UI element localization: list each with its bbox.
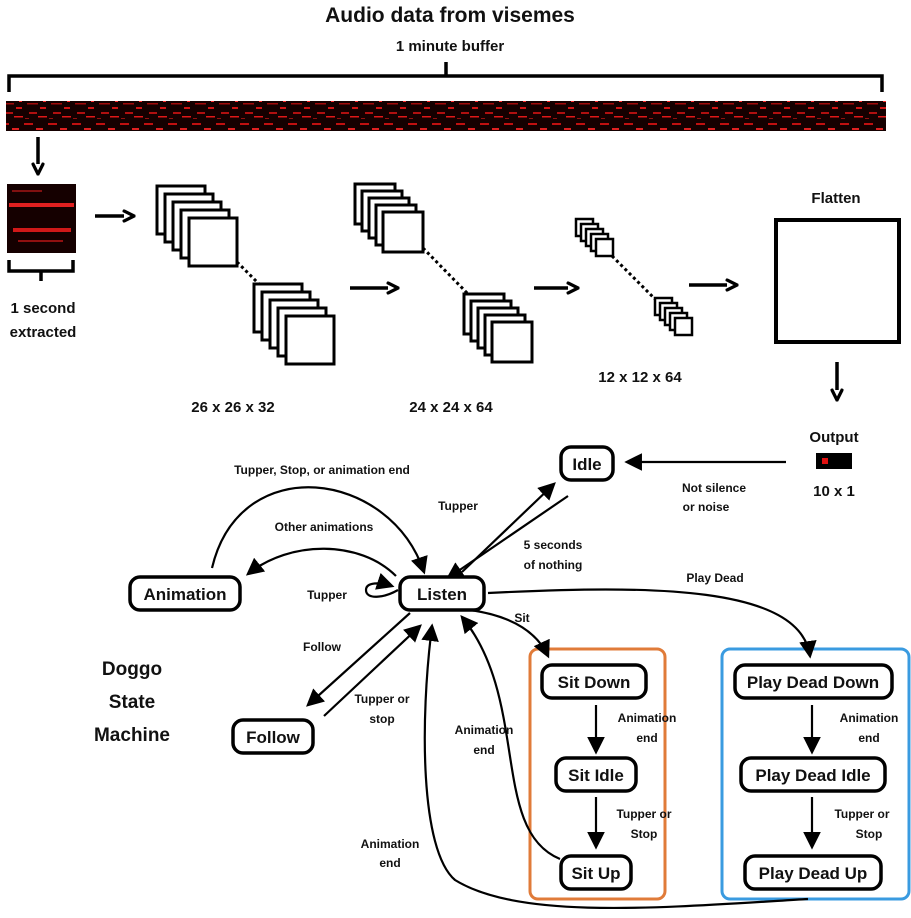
label-tupper-self: Tupper [307,588,347,602]
label-sit-anim-end-2: end [636,731,657,745]
state-node-idle: Idle [559,445,615,482]
label-pd-anim-end-1: Animation [840,711,899,725]
output-vector [816,453,852,469]
output-dims: 10 x 1 [813,483,855,500]
sit-group-box [528,647,667,901]
label-sit-anim-end-1: Animation [618,711,677,725]
state-edges [210,453,821,910]
state-node-sit-down-label: Sit Down [558,673,631,692]
edge-listen-animation [245,547,397,577]
flatten-box [774,218,901,344]
state-node-animation-label: Animation [143,585,226,604]
layer1-dims: 26 x 26 x 32 [191,399,274,416]
label-other-animations: Other animations [275,520,374,534]
layer3-dims: 12 x 12 x 64 [598,369,682,386]
extracted-bracket [7,260,75,281]
state-node-play-dead-idle: Play Dead Idle [739,756,887,793]
edge-listen-self [364,572,399,598]
layer2-dims: 24 x 24 x 64 [409,399,493,416]
spectrogram-buffer [6,101,886,131]
state-node-listen-label: Listen [417,585,467,604]
label-not-silence-1: Not silence [682,481,746,495]
state-node-listen: Listen [398,575,486,612]
state-node-play-dead-down: Play Dead Down [733,663,894,700]
state-node-play-dead-up-label: Play Dead Up [759,864,868,883]
label-tupper-stop-anim: Tupper, Stop, or animation end [234,463,410,477]
state-node-sit-idle: Sit Idle [554,756,638,793]
label-pd-tupper-1: Tupper or [834,807,889,821]
label-tupper-idle: Tupper [438,499,478,513]
label-anim-end-sit-1: Animation [455,723,514,737]
edge-idle-listen [445,495,569,580]
state-machine-title-line1: Doggo [102,659,162,680]
label-play-dead: Play Dead [686,571,743,585]
label-anim-end-pdup-2: end [379,856,400,870]
label-tupper-or-1: Tupper or [354,692,409,706]
conv-layer-1 [155,184,336,366]
label-not-silence-2: or noise [683,500,730,514]
label-follow: Follow [303,640,342,654]
state-node-sit-up: Sit Up [559,854,633,891]
edge-listen-playdead [487,588,817,659]
label-pd-tupper-2: Stop [856,827,883,841]
label-anim-end-pdup-1: Animation [361,837,420,851]
label-sit-tupper-2: Stop [631,827,658,841]
buffer-bracket [7,62,884,92]
label-tupper-or-2: stop [369,712,394,726]
conv-layer-3 [574,217,694,337]
state-machine-title-line3: Machine [94,725,170,746]
state-node-sit-up-label: Sit Up [571,864,620,883]
state-node-sit-idle-label: Sit Idle [568,766,624,785]
state-node-animation: Animation [128,575,242,612]
label-pd-anim-end-2: end [858,731,879,745]
label-sit-tupper-1: Tupper or [616,807,671,821]
state-node-play-dead-down-label: Play Dead Down [747,673,879,692]
state-node-play-dead-up: Play Dead Up [743,854,883,891]
buffer-label: 1 minute buffer [396,38,505,55]
state-node-follow-label: Follow [246,728,301,747]
extracted-label-line1: 1 second [10,300,75,317]
label-anim-end-sit-2: end [473,743,494,757]
extracted-label-line2: extracted [10,324,77,341]
output-label: Output [809,429,858,446]
state-node-play-dead-idle-label: Play Dead Idle [755,766,870,785]
state-node-idle-label: Idle [572,455,601,474]
edge-follow-listen [323,624,422,717]
flatten-label: Flatten [811,190,860,207]
state-node-sit-down: Sit Down [540,663,648,700]
state-node-follow: Follow [231,718,315,755]
edge-playdeadup-listen [421,623,809,910]
edge-listen-follow [306,612,411,707]
edge-animation-listen [210,486,428,575]
state-machine-title-line2: State [109,692,155,713]
label-five-seconds-2: of nothing [524,558,583,572]
conv-layer-2 [353,182,534,364]
edge-listen-sit [469,608,550,659]
label-sit: Sit [514,611,529,625]
diagram-title: Audio data from visemes [325,4,575,27]
label-five-seconds-1: 5 seconds [524,538,583,552]
edge-situp-listen [460,614,561,861]
extracted-spectrogram [7,184,76,253]
